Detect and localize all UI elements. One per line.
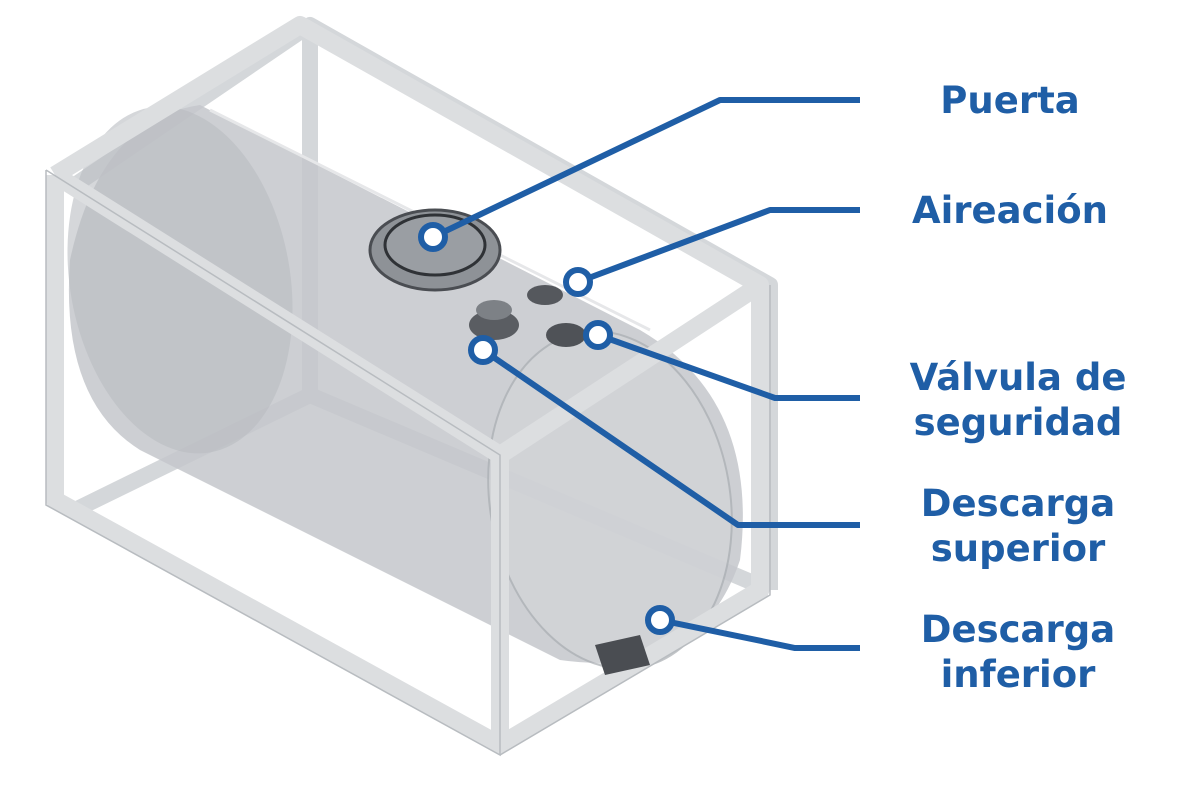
- fittings: [368, 208, 650, 675]
- marker-descarga-inferior: [645, 605, 675, 635]
- label-descarga-superior: Descarga superior: [868, 481, 1168, 571]
- marker-aireacion: [563, 267, 593, 297]
- callout-lines: [431, 97, 860, 651]
- label-descarga-inferior: Descarga inferior: [868, 607, 1168, 697]
- label-line: Válvula de: [909, 356, 1127, 399]
- label-line: Descarga: [920, 608, 1116, 651]
- label-line: seguridad: [913, 401, 1123, 444]
- label-line: Descarga: [920, 482, 1116, 525]
- label-puerta: Puerta: [940, 79, 1080, 122]
- callout-line-aireacion: [576, 207, 860, 285]
- callout-line-valvula: [596, 332, 860, 401]
- label-line: inferior: [940, 653, 1096, 696]
- marker-valvula: [583, 320, 613, 350]
- callout-line-descarga-superior: [481, 347, 860, 528]
- marker-descarga-superior: [468, 335, 498, 365]
- callout-line-descarga-inferior: [659, 617, 860, 651]
- label-line: superior: [930, 527, 1106, 570]
- label-valvula-seguridad: Válvula de seguridad: [868, 355, 1168, 445]
- label-aireacion: Aireación: [911, 189, 1108, 232]
- frame-edges: [45, 169, 771, 757]
- marker-puerta: [418, 222, 448, 252]
- callout-line-puerta: [431, 97, 860, 240]
